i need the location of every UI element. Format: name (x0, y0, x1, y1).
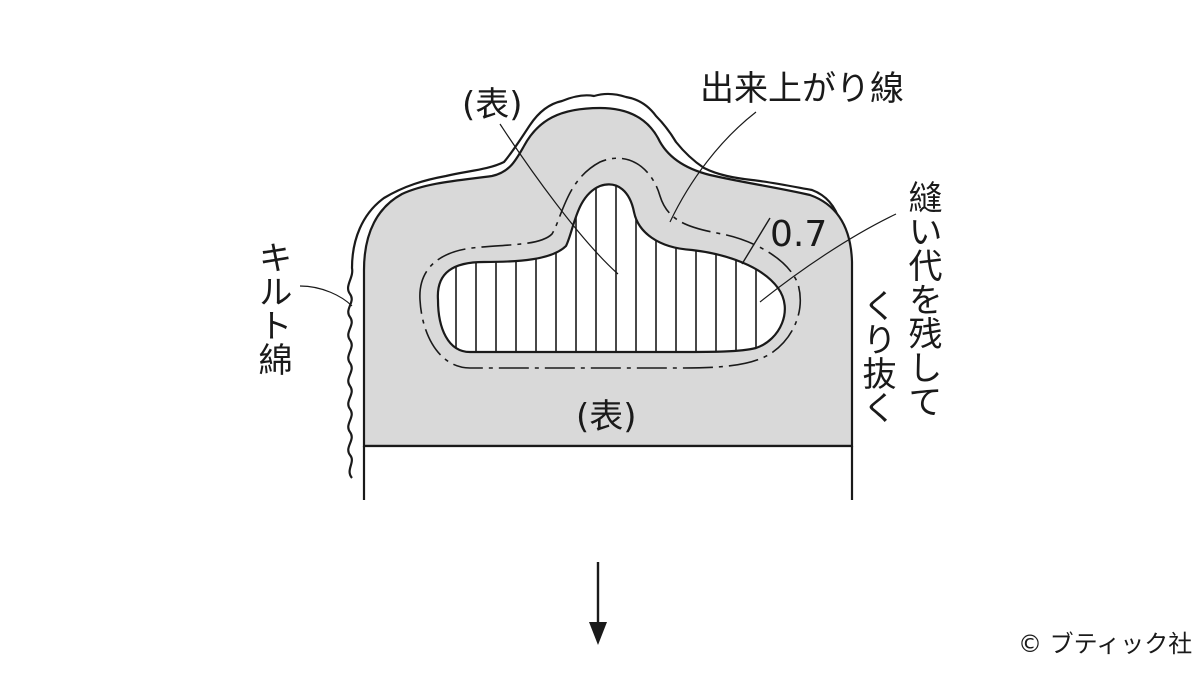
finished-line-dashed (419, 157, 802, 369)
cutout-hole-outline (436, 183, 786, 354)
leader-front-top (499, 123, 619, 275)
leave-allowance-label: 縫い代を残して (902, 180, 942, 418)
copyright-text: © ブティック社 (1018, 630, 1192, 658)
cut-out-label: くり抜く (856, 288, 896, 424)
leader-quilt-batting (299, 285, 353, 307)
front-top-label: (表) (462, 85, 523, 125)
down-arrow-icon (589, 562, 607, 645)
fabric-lower-panel (364, 446, 852, 500)
leader-cut-out (759, 213, 897, 303)
allowance-value-label: 0.7 (770, 214, 827, 255)
finish-line-label: 出来上がり線 (700, 69, 904, 109)
leader-finish-line (669, 111, 757, 223)
quilt-batting-edge (346, 92, 842, 479)
front-bottom-label: (表) (576, 397, 637, 437)
quilt-batting-label: キルト綿 (252, 240, 292, 376)
allowance-dimension-line (741, 217, 771, 265)
